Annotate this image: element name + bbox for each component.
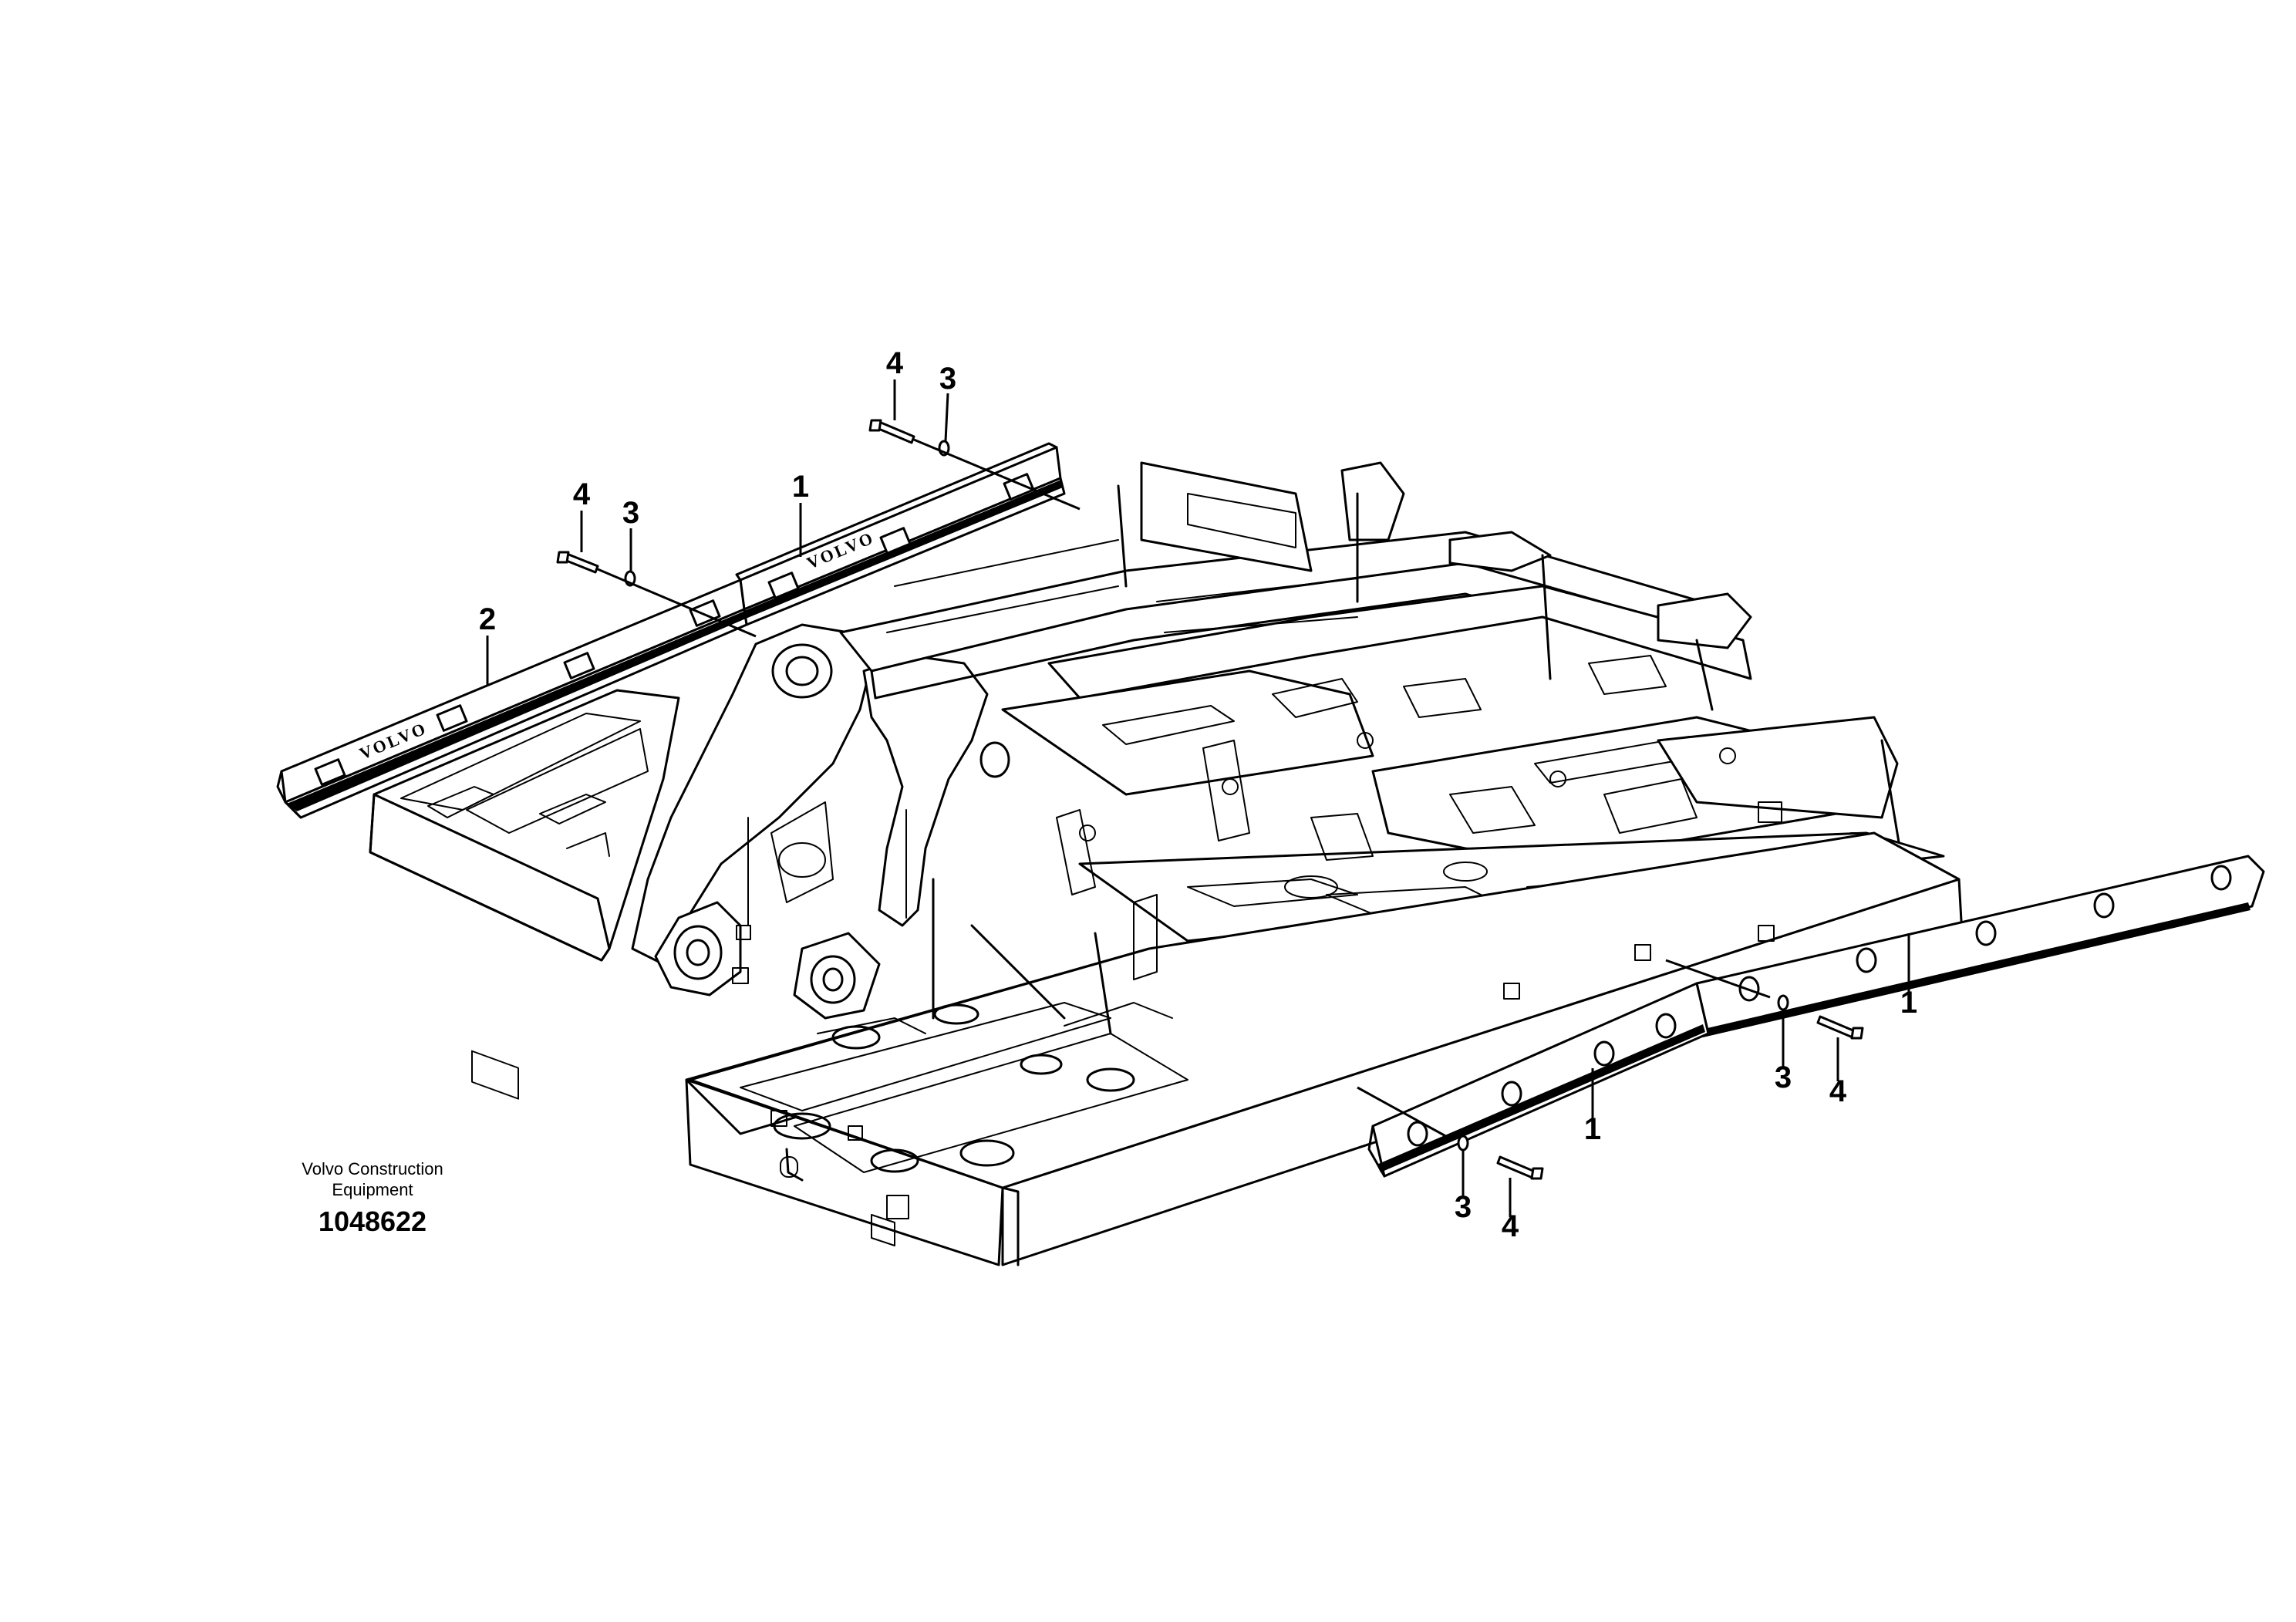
rear-left-box (369, 689, 680, 1100)
callout-rear-mid-bolt: 4 (573, 477, 591, 511)
callout-front-left-washer: 3 (1455, 1190, 1472, 1224)
rear-rail-upper: VOLVO (735, 442, 1066, 626)
boom-mount-lugs (631, 623, 1010, 1020)
callout-front-left-rail: 1 (1584, 1112, 1601, 1146)
callout-rear-upper-washer: 3 (939, 362, 956, 396)
credit-line-2: Equipment (332, 1180, 413, 1199)
callout-rear-mid-washer: 3 (622, 496, 639, 530)
rear-upper-fasteners (868, 419, 1081, 511)
front-main-deck (685, 831, 1964, 1266)
callout-front-right-rail: 1 (1900, 986, 1917, 1020)
engine-bay-frame (1001, 669, 1907, 881)
drawing-credit: Volvo Construction Equipment 1048622 (302, 1159, 443, 1237)
callout-rear-lower-rail: 2 (479, 602, 496, 636)
callout-front-right-bolt: 4 (1829, 1074, 1847, 1108)
front-right-fasteners (1665, 959, 1864, 1040)
rear-cross-frame (839, 461, 1752, 711)
callout-front-right-washer: 3 (1775, 1061, 1792, 1094)
front-rail-left (1367, 982, 1710, 1178)
frame-struts (932, 655, 1775, 1035)
rear-rail-lower: VOLVO (276, 578, 748, 819)
callout-rear-upper-bolt: 4 (886, 346, 904, 380)
front-left-fasteners (1357, 1086, 1544, 1180)
front-rail-right (1687, 855, 2265, 1037)
callout-labels: 4 3 1 4 3 2 1 3 4 1 3 4 (479, 346, 1917, 1243)
callout-rear-upper-rail: 1 (792, 470, 809, 504)
credit-line-1: Volvo Construction (302, 1159, 443, 1179)
callout-front-left-bolt: 4 (1502, 1209, 1519, 1243)
part-number: 1048622 (319, 1206, 426, 1237)
callout-leaders (486, 379, 1910, 1217)
upper-frame-structure (369, 461, 1964, 1266)
